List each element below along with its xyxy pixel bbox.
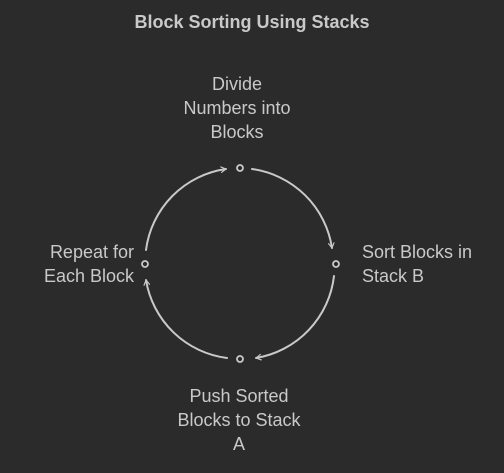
arrow-sort-to-push bbox=[255, 275, 335, 361]
node-dot-divide bbox=[236, 164, 244, 172]
step-divide-line-1: Divide bbox=[211, 74, 263, 94]
step-push-label: Push Sorted Blocks to Stack A bbox=[152, 384, 326, 456]
step-push-line-3: A bbox=[232, 434, 245, 454]
step-sort-line-2: Stack B bbox=[362, 266, 425, 286]
step-repeat-label: Repeat for Each Block bbox=[2, 240, 134, 288]
step-sort-label: Sort Blocks in Stack B bbox=[362, 240, 502, 288]
step-divide-label: Divide Numbers into Blocks bbox=[152, 72, 322, 144]
step-push-line-1: Push Sorted bbox=[189, 386, 289, 406]
step-repeat-line-2: Each Block bbox=[43, 266, 134, 286]
arrow-divide-to-sort bbox=[251, 168, 335, 249]
node-dot-sort bbox=[332, 260, 340, 268]
arrow-push-to-repeat bbox=[143, 279, 228, 359]
arrow-repeat-to-divide bbox=[145, 166, 227, 251]
step-sort-line-1: Sort Blocks in bbox=[362, 242, 473, 262]
step-divide-line-2: Numbers into bbox=[183, 98, 291, 118]
node-dot-repeat bbox=[141, 260, 149, 268]
step-repeat-line-1: Repeat for bbox=[49, 242, 134, 262]
node-dot-push bbox=[236, 355, 244, 363]
step-push-line-2: Blocks to Stack bbox=[177, 410, 301, 430]
step-divide-line-3: Blocks bbox=[210, 122, 264, 142]
diagram-title: Block Sorting Using Stacks bbox=[134, 12, 370, 32]
